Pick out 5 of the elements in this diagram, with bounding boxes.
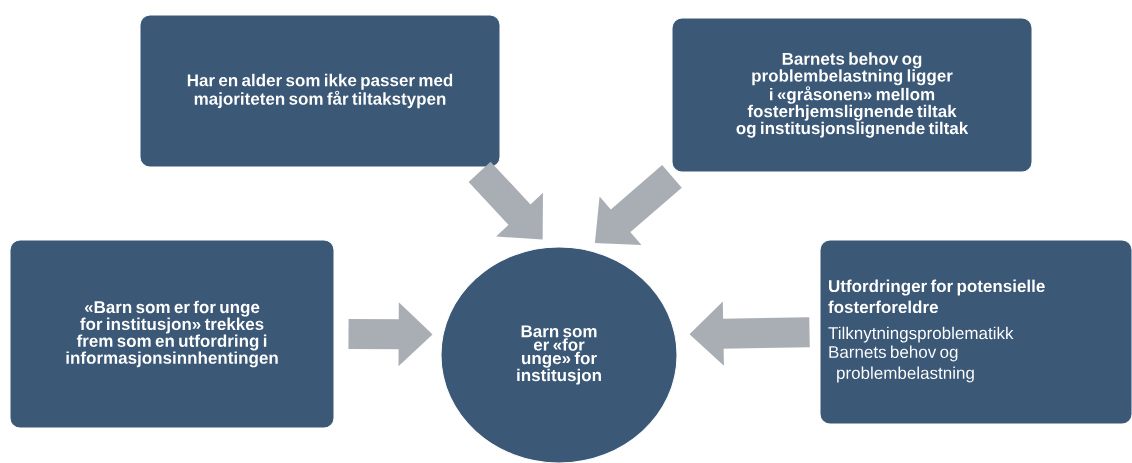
text-box: Utfordringer for potensielle fosterforeldre Tilknytningsproblematikk Barnets behov og problembelastning xyxy=(819,239,1132,425)
block-arrow xyxy=(468,161,543,240)
text-box: Barnets behov og problembelastning ligger i «gråsonen» mellom fosterhjemslignende tiltak og institusjonslignende tiltak xyxy=(671,17,1033,173)
text-box: «Barn som er for unge for institusjon» trekkes frem som en utfordring i informasjonsinnhentingen xyxy=(9,239,335,429)
text-box: Har en alder som ikke passer med majoriteten som får tiltakstypen xyxy=(139,14,501,168)
